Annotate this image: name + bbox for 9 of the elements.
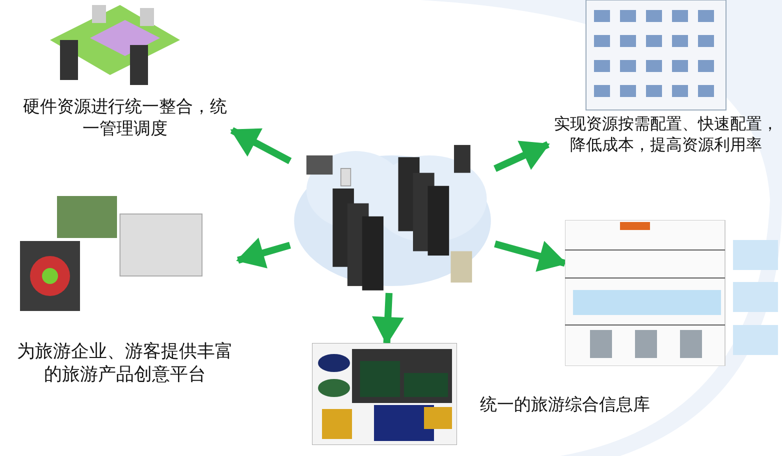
arrow [494, 240, 567, 272]
node-label: 硬件资源进行统一整合，统一管理调度 [22, 96, 228, 140]
arrow [372, 292, 404, 345]
node-label: 为旅游企业、游客提供丰富的旅游产品创意平台 [16, 340, 234, 387]
node-label: 实现资源按需配置、快速配置，降低成本，提高资源利用率 [553, 114, 779, 156]
arrow [236, 238, 291, 268]
node-label: 统一的旅游综合信息库 [479, 394, 651, 416]
arrow [230, 127, 292, 164]
arrow [494, 140, 550, 172]
